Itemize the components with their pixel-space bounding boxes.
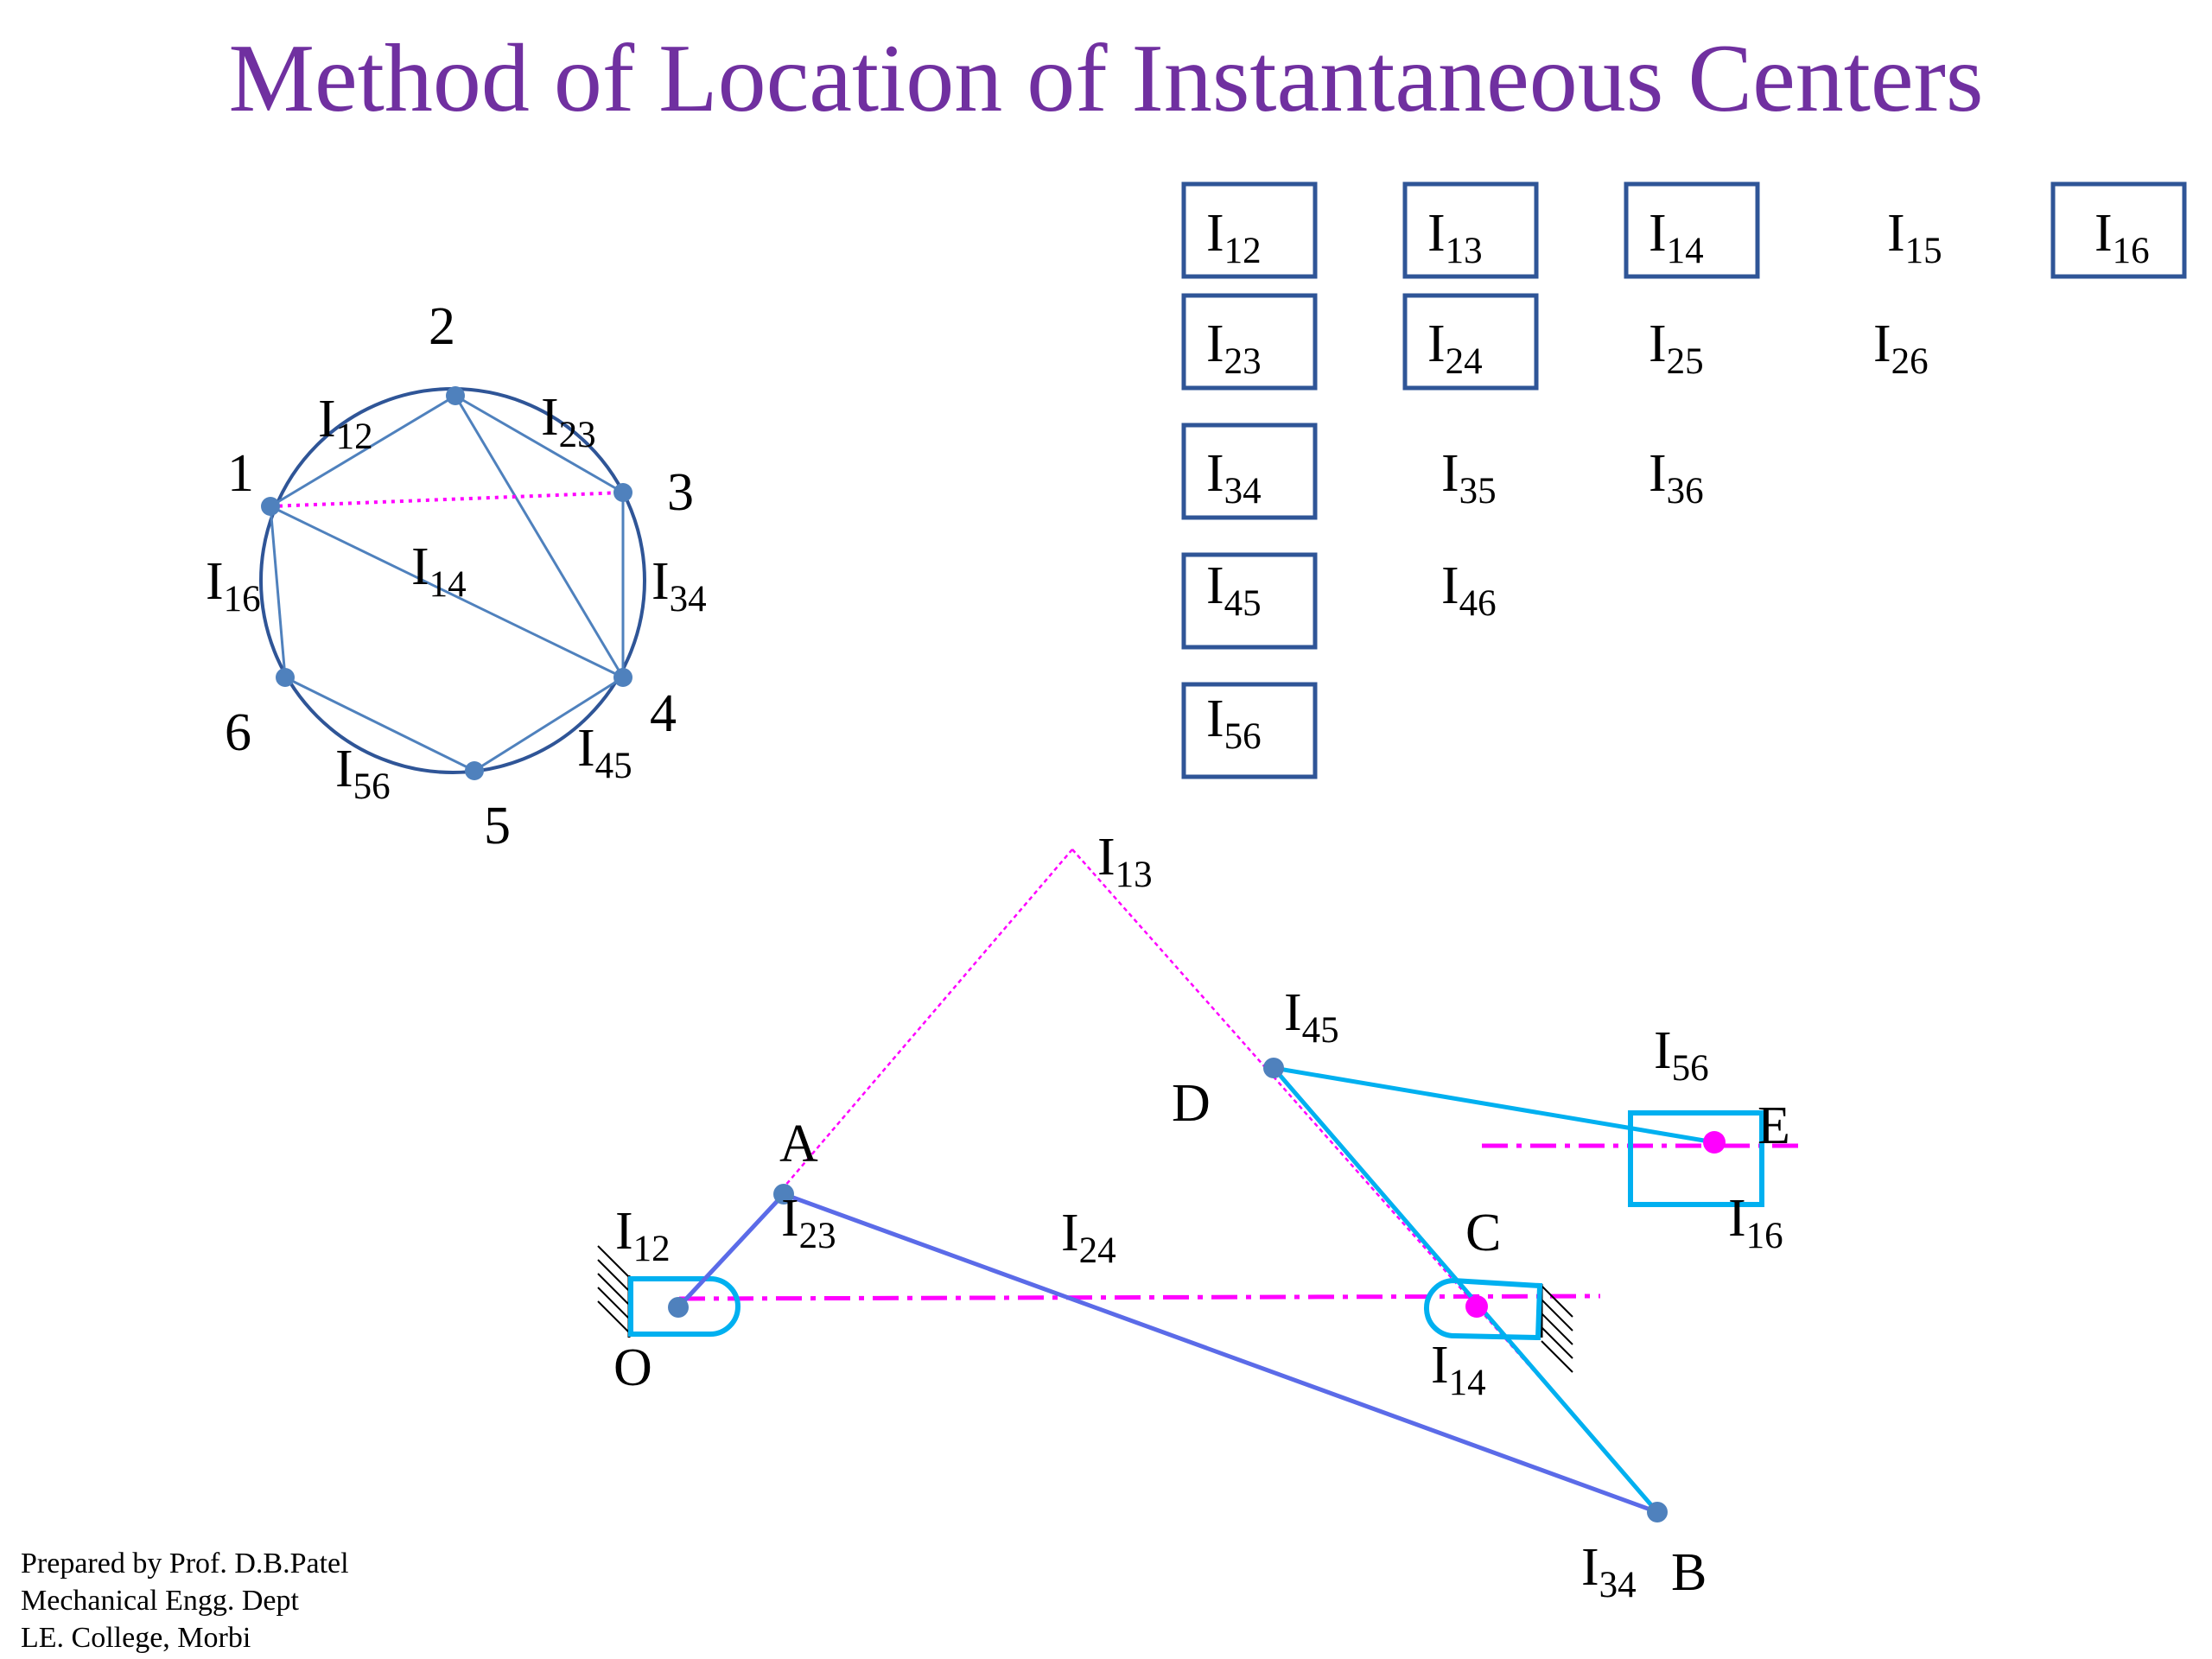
ic-box-45 (1181, 552, 1318, 650)
circle-label-i12: I12 (318, 390, 373, 457)
ic-cell-16: I16 (2094, 204, 2150, 271)
center-label-i13: I13 (1097, 828, 1153, 895)
ic-cell-46: I46 (1441, 556, 1497, 624)
joint-a (773, 1184, 794, 1205)
node-4 (613, 668, 632, 687)
node-label-5: 5 (484, 797, 511, 855)
center-label-i45: I45 (1284, 983, 1339, 1051)
point-label-o: O (613, 1338, 652, 1397)
joint-d (1263, 1058, 1284, 1078)
ic-cell-26: I26 (1873, 315, 1929, 382)
ic-cell-35: I35 (1441, 444, 1497, 512)
point-label-d: D (1172, 1074, 1211, 1133)
ic-cell-45: I45 (1206, 556, 1262, 624)
link-de (1273, 1065, 1715, 1145)
ic-table: I12 I13 I14 I15 I16 I23 I24 I25 I26 I34 … (1181, 181, 2187, 779)
mechanism: O A B C D E I12 I13 I14 I16 I23 I24 I34 … (597, 828, 1801, 1605)
node-label-4: 4 (650, 684, 677, 743)
slider-axis-line (678, 1294, 1601, 1301)
ic-cell-34: I34 (1206, 444, 1262, 512)
node-5 (465, 761, 484, 780)
construction-line-i13-a (779, 849, 1073, 1193)
credits: Prepared by Prof. D.B.Patel Mechanical E… (21, 1545, 349, 1656)
pivot-block-o (628, 1276, 741, 1337)
ic-box-34 (1181, 423, 1318, 520)
chord-1-2 (270, 394, 456, 508)
ground-hatch-o (597, 1245, 630, 1333)
center-label-i24: I24 (1061, 1204, 1116, 1271)
point-label-b: B (1671, 1543, 1707, 1602)
center-label-i56: I56 (1654, 1021, 1709, 1089)
joint-e (1703, 1131, 1726, 1154)
ic-cell-56: I56 (1206, 690, 1262, 757)
link-bd (1272, 1066, 1659, 1514)
ic-box-56 (1181, 682, 1318, 779)
point-label-a: A (779, 1115, 818, 1173)
center-label-i16: I16 (1728, 1189, 1783, 1256)
chord-1-3-dotted (270, 491, 624, 508)
circle-diagram: 1 2 3 4 5 6 I12 I23 I34 I45 I56 I16 I14 (206, 297, 707, 855)
chord-4-5 (474, 676, 624, 772)
pivot-block-c (1424, 1277, 1543, 1341)
chord-2-4 (454, 395, 625, 678)
ic-cell-14: I14 (1649, 204, 1704, 271)
node-6 (276, 668, 295, 687)
joint-o (668, 1297, 689, 1318)
point-label-c: C (1465, 1204, 1501, 1262)
credits-line-author: Prepared by Prof. D.B.Patel (21, 1548, 349, 1580)
node-3 (613, 483, 632, 502)
joint-c (1465, 1295, 1488, 1318)
center-label-i14: I14 (1431, 1336, 1486, 1403)
ic-cell-36: I36 (1649, 444, 1704, 512)
link-coupler-ab (783, 1192, 1658, 1515)
circle-label-i14: I14 (411, 537, 467, 605)
node-2 (446, 386, 465, 405)
circle-label-i45: I45 (577, 719, 632, 786)
center-label-i12: I12 (615, 1202, 671, 1269)
node-label-1: 1 (227, 444, 254, 503)
ic-cell-25: I25 (1649, 315, 1704, 382)
ic-box-14 (1624, 181, 1760, 279)
center-label-i34: I34 (1581, 1538, 1637, 1605)
center-label-i23: I23 (781, 1189, 836, 1256)
ic-cell-23: I23 (1206, 315, 1262, 382)
chord-1-4 (270, 505, 624, 679)
node-1 (261, 497, 280, 516)
ic-box-13 (1402, 181, 1539, 279)
ic-cell-24: I24 (1427, 315, 1483, 382)
credits-line-dept: Mechanical Engg. Dept (21, 1585, 299, 1617)
node-label-6: 6 (225, 703, 251, 762)
joint-b (1647, 1502, 1668, 1522)
ic-box-23 (1181, 293, 1318, 391)
ic-box-12 (1181, 181, 1318, 279)
ic-cell-13: I13 (1427, 204, 1483, 271)
ic-cell-15: I15 (1887, 204, 1942, 271)
node-label-2: 2 (429, 297, 455, 356)
ground-hatch-c (1541, 1285, 1573, 1373)
ic-box-16 (2050, 181, 2187, 279)
circle-label-i16: I16 (206, 552, 261, 620)
circle-label-i56: I56 (335, 740, 391, 807)
chord-5-6 (284, 676, 475, 772)
circle-label-i23: I23 (541, 388, 596, 455)
ic-box-24 (1402, 293, 1539, 391)
circle-label-i34: I34 (652, 552, 707, 620)
slide-title: Method of Location of Instantaneous Cent… (228, 25, 1984, 132)
chord-6-1 (269, 505, 287, 678)
link-crank-oa (677, 1192, 785, 1309)
chord-2-3 (454, 394, 624, 494)
node-label-3: 3 (667, 463, 694, 522)
slider-block-e (1628, 1110, 1764, 1207)
ic-cell-12: I12 (1206, 204, 1262, 271)
credits-line-college: LE. College, Morbi (21, 1622, 251, 1654)
point-label-e: E (1758, 1096, 1790, 1155)
